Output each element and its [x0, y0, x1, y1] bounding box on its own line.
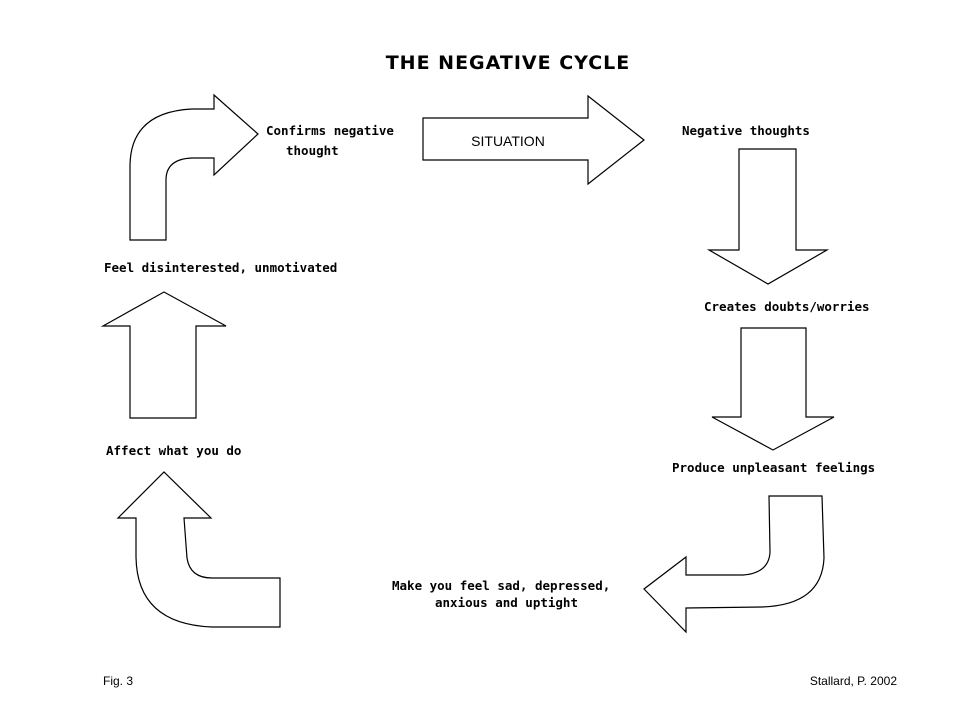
label-produce-feelings: Produce unpleasant feelings — [672, 460, 875, 475]
figure-number: Fig. 3 — [103, 674, 133, 688]
label-negative-thoughts: Negative thoughts — [682, 123, 810, 138]
curved-arrow-top-left — [129, 93, 259, 241]
diagram-title: THE NEGATIVE CYCLE — [386, 52, 631, 74]
down-arrow-2 — [711, 327, 835, 451]
situation-arrow — [422, 94, 645, 186]
curved-arrow-bottom-left — [116, 471, 281, 628]
label-confirms-line2: thought — [286, 143, 339, 158]
down-arrow-1 — [706, 148, 830, 285]
curved-arrow-bottom-right — [643, 495, 825, 634]
situation-label: SITUATION — [471, 133, 545, 149]
up-arrow-left — [100, 291, 227, 419]
label-creates-doubts: Creates doubts/worries — [704, 299, 870, 314]
label-feel-disinterested: Feel disinterested, unmotivated — [104, 260, 337, 275]
citation: Stallard, P. 2002 — [810, 674, 898, 688]
label-affect-what-you-do: Affect what you do — [106, 443, 241, 458]
label-make-you-feel-line1: Make you feel sad, depressed, — [392, 578, 610, 593]
label-make-you-feel-line2: anxious and uptight — [435, 595, 578, 610]
label-confirms-line1: Confirms negative — [266, 123, 394, 138]
